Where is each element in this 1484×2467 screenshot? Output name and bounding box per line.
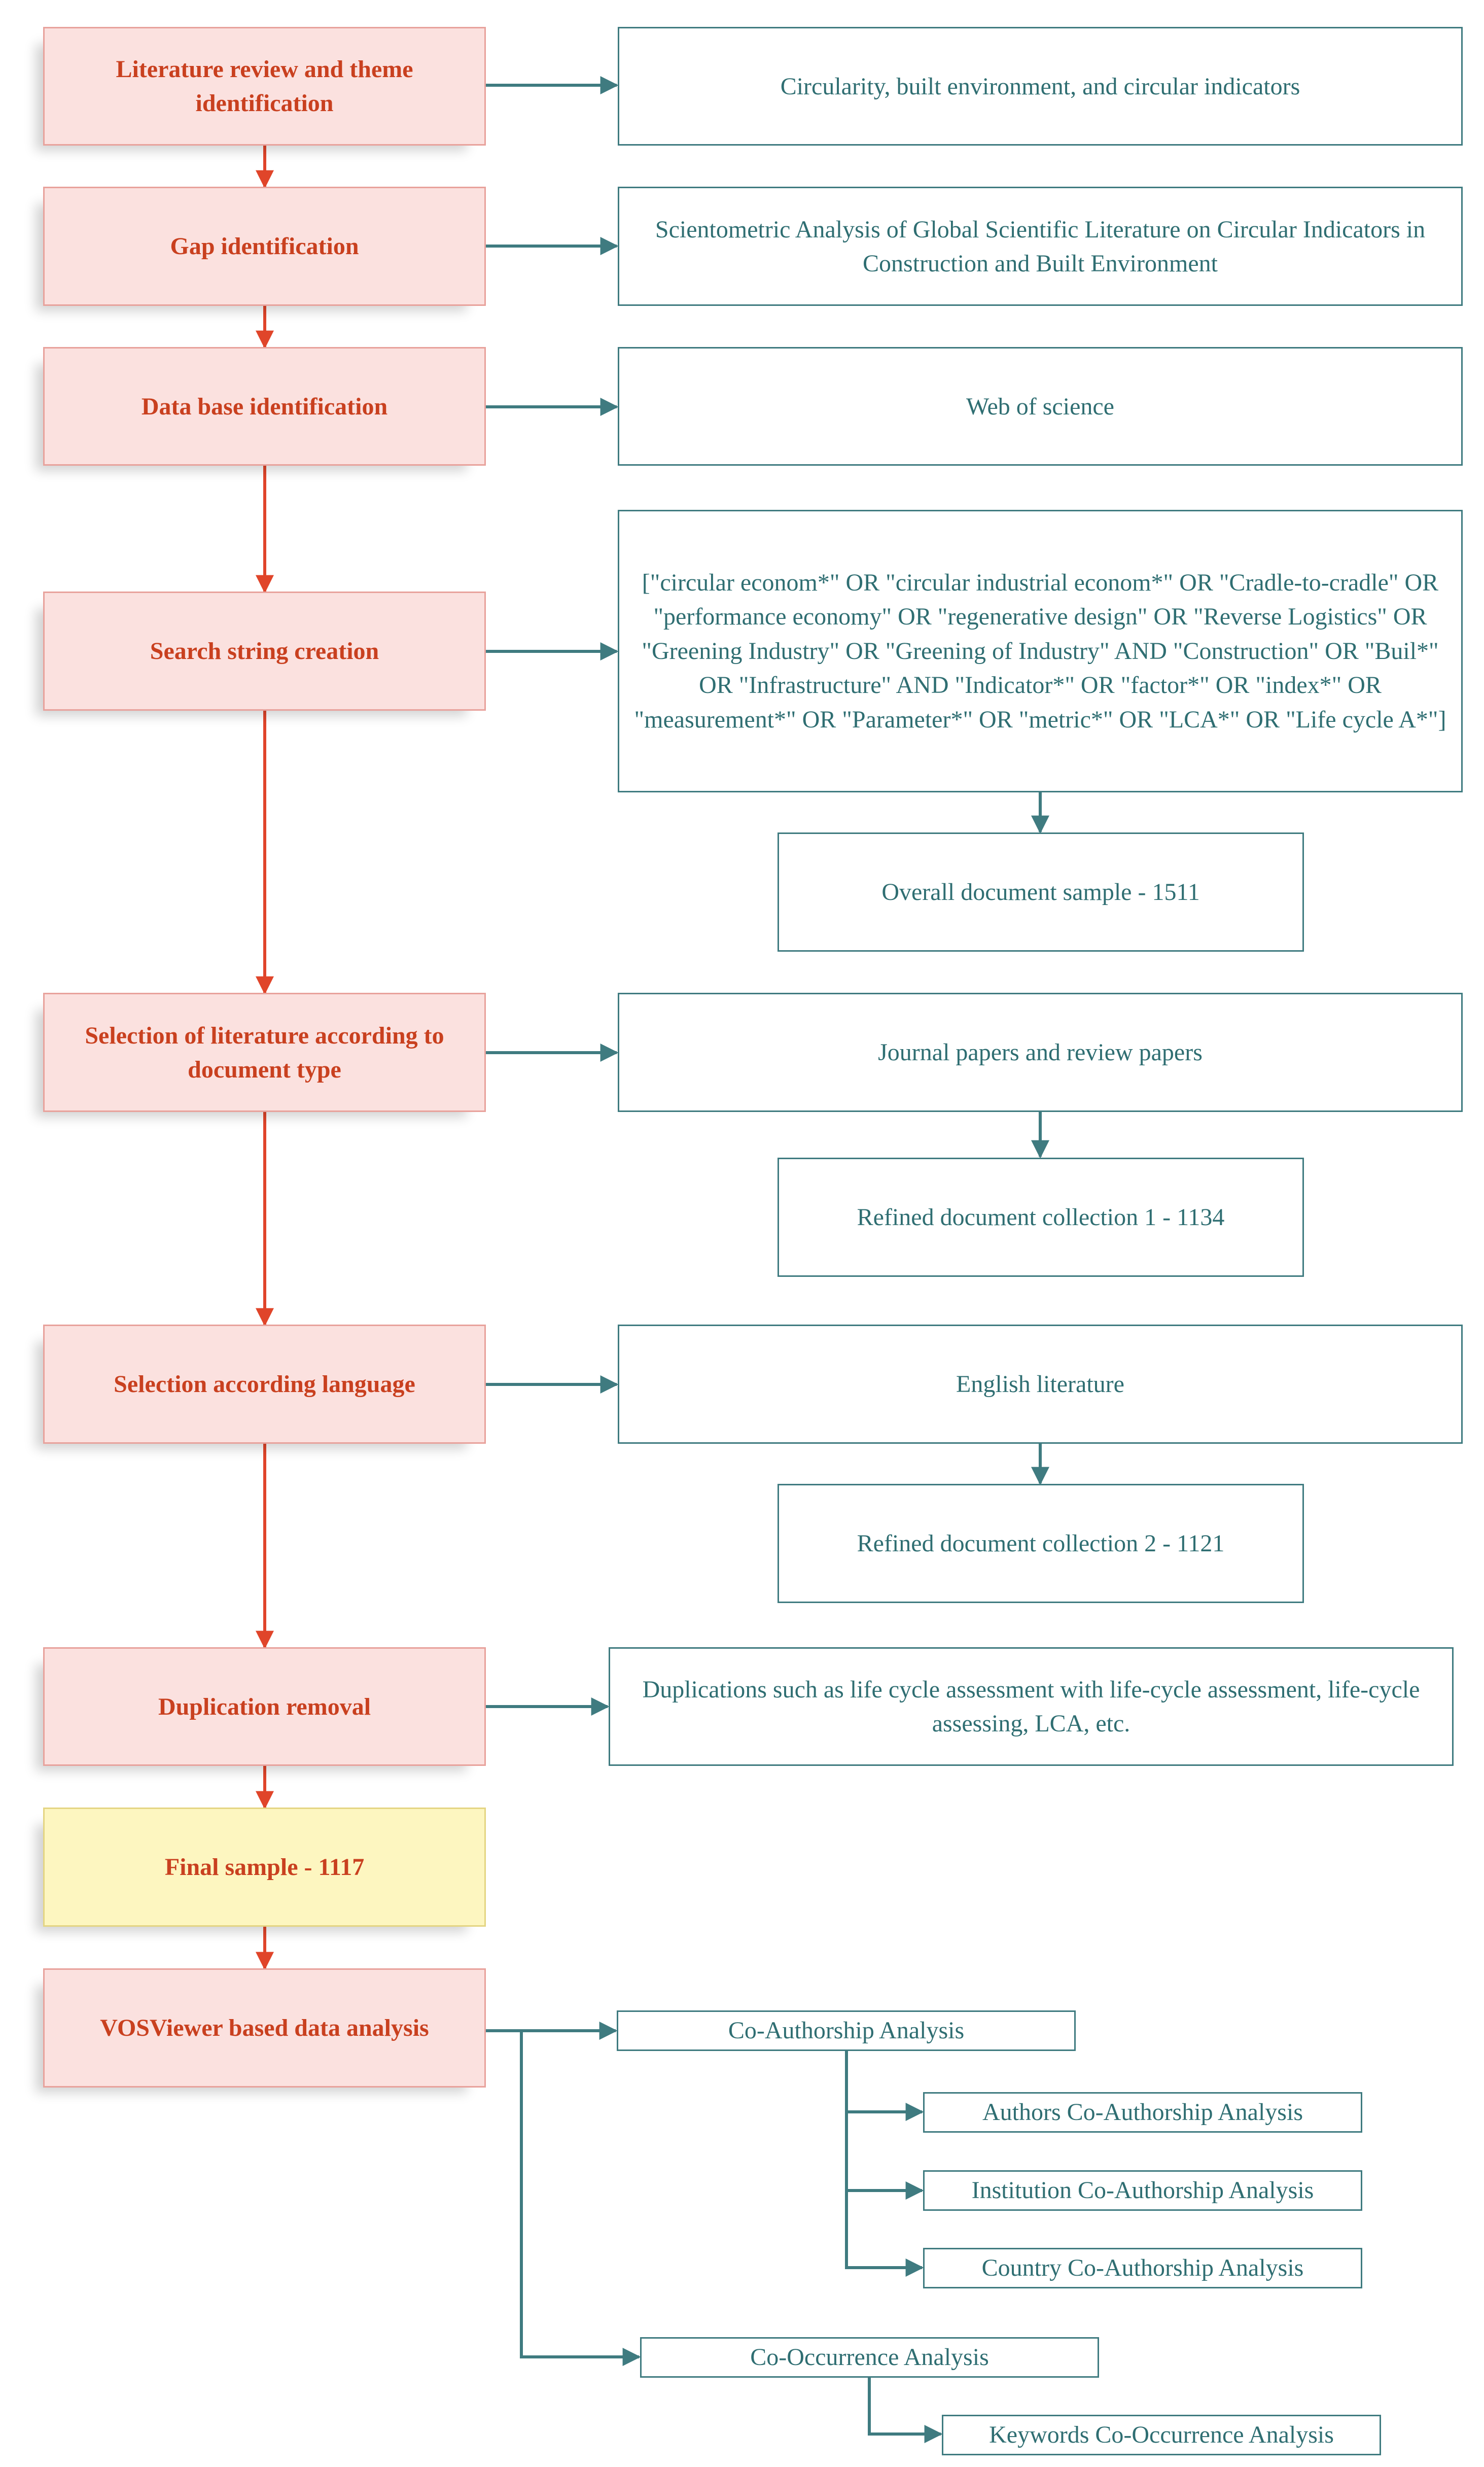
detail-refined-collection-1: Refined document collection 1 - 1134 [778, 1158, 1304, 1277]
step-language-label: Selection according language [114, 1371, 415, 1398]
step-final-sample: Final sample - 1117 [43, 1808, 486, 1927]
detail-refined-collection-2-text: Refined document collection 2 - 1121 [857, 1530, 1225, 1557]
analysis-co-occurrence-label: Co-Occurrence Analysis [750, 2344, 989, 2371]
detail-database-text: Web of science [966, 393, 1114, 420]
step-database-identification: Data base identification [43, 347, 486, 466]
analysis-country: Country Co-Authorship Analysis [923, 2248, 1362, 2288]
analysis-keywords-label: Keywords Co-Occurrence Analysis [989, 2421, 1334, 2448]
detail-search-query-text: ["circular econom*" OR "circular industr… [634, 569, 1446, 733]
step-gap-identification-label: Gap identification [170, 233, 359, 260]
detail-document-types-text: Journal papers and review papers [878, 1039, 1203, 1066]
detail-gap-text: Scientometric Analysis of Global Scienti… [655, 216, 1426, 277]
step-language: Selection according language [43, 1325, 486, 1444]
analysis-institution: Institution Co-Authorship Analysis [923, 2170, 1362, 2211]
detail-duplications-text: Duplications such as life cycle assessme… [642, 1676, 1420, 1737]
arrow-keywords [868, 2378, 943, 2443]
detail-gap: Scientometric Analysis of Global Scienti… [618, 187, 1463, 306]
step-search-string-label: Search string creation [150, 638, 379, 665]
step-vosviewer-analysis-label: VOSViewer based data analysis [100, 2014, 429, 2041]
detail-themes-text: Circularity, built environment, and circ… [780, 73, 1300, 100]
step-search-string: Search string creation [43, 592, 486, 711]
detail-overall-sample: Overall document sample - 1511 [778, 832, 1304, 952]
analysis-co-authorship-label: Co-Authorship Analysis [728, 2017, 965, 2044]
detail-refined-collection-1-text: Refined document collection 1 - 1134 [857, 1204, 1225, 1231]
detail-database: Web of science [618, 347, 1463, 466]
analysis-authors-label: Authors Co-Authorship Analysis [982, 2099, 1303, 2126]
detail-language: English literature [618, 1325, 1463, 1444]
analysis-co-authorship: Co-Authorship Analysis [617, 2010, 1076, 2051]
analysis-institution-label: Institution Co-Authorship Analysis [971, 2177, 1314, 2204]
analysis-co-occurrence: Co-Occurrence Analysis [640, 2337, 1099, 2378]
step-vosviewer-analysis: VOSViewer based data analysis [43, 1968, 486, 2088]
step-document-type-label: Selection of literature according to doc… [85, 1022, 444, 1083]
step-final-sample-label: Final sample - 1117 [164, 1854, 365, 1881]
detail-overall-sample-text: Overall document sample - 1511 [881, 879, 1200, 906]
analysis-authors: Authors Co-Authorship Analysis [923, 2092, 1362, 2133]
step-duplication-removal-label: Duplication removal [158, 1693, 371, 1720]
step-literature-review-label: Literature review and theme identificati… [116, 56, 413, 117]
analysis-country-label: Country Co-Authorship Analysis [981, 2254, 1304, 2281]
detail-language-text: English literature [956, 1371, 1124, 1398]
detail-themes: Circularity, built environment, and circ… [618, 27, 1463, 146]
analysis-keywords: Keywords Co-Occurrence Analysis [942, 2415, 1381, 2455]
arrow-co-occurrence [520, 2031, 641, 2366]
detail-duplications: Duplications such as life cycle assessme… [609, 1647, 1454, 1766]
detail-search-query: ["circular econom*" OR "circular industr… [618, 510, 1463, 792]
step-document-type: Selection of literature according to doc… [43, 993, 486, 1112]
detail-refined-collection-2: Refined document collection 2 - 1121 [778, 1484, 1304, 1603]
step-duplication-removal: Duplication removal [43, 1647, 486, 1766]
detail-document-types: Journal papers and review papers [618, 993, 1463, 1112]
step-database-identification-label: Data base identification [141, 393, 388, 420]
step-gap-identification: Gap identification [43, 187, 486, 306]
step-literature-review: Literature review and theme identificati… [43, 27, 486, 146]
